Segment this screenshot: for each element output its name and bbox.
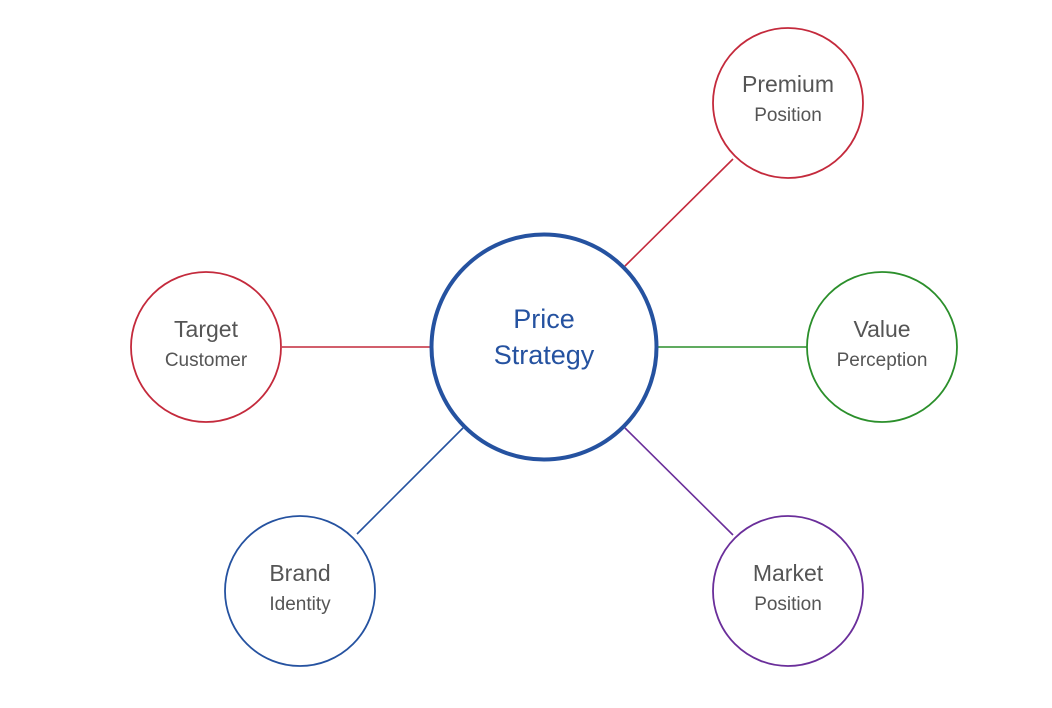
connector-brand bbox=[356, 427, 464, 535]
connector-market bbox=[624, 427, 734, 536]
node-target-line1: Target bbox=[174, 316, 239, 342]
node-target-line2: Customer bbox=[165, 350, 248, 371]
center-label-line2: Strategy bbox=[494, 340, 595, 370]
node-target-customer: Target Customer bbox=[130, 271, 282, 423]
node-premium-line1: Premium bbox=[742, 71, 834, 97]
node-brand-line1: Brand bbox=[269, 560, 330, 586]
node-value-line1: Value bbox=[853, 316, 910, 342]
node-market-line2: Position bbox=[754, 594, 822, 615]
node-value-perception: Value Perception bbox=[806, 271, 958, 423]
node-premium-position: Premium Position bbox=[712, 27, 864, 179]
node-value-line2: Perception bbox=[837, 350, 928, 371]
center-label-line1: Price bbox=[513, 304, 575, 334]
node-brand-line2: Identity bbox=[269, 594, 331, 615]
node-premium-line2: Position bbox=[754, 105, 822, 126]
node-brand-identity: Brand Identity bbox=[224, 515, 376, 667]
node-market-position: Market Position bbox=[712, 515, 864, 667]
center-node: Price Strategy bbox=[429, 232, 659, 462]
connector-premium bbox=[624, 158, 734, 267]
node-market-line1: Market bbox=[753, 560, 824, 586]
